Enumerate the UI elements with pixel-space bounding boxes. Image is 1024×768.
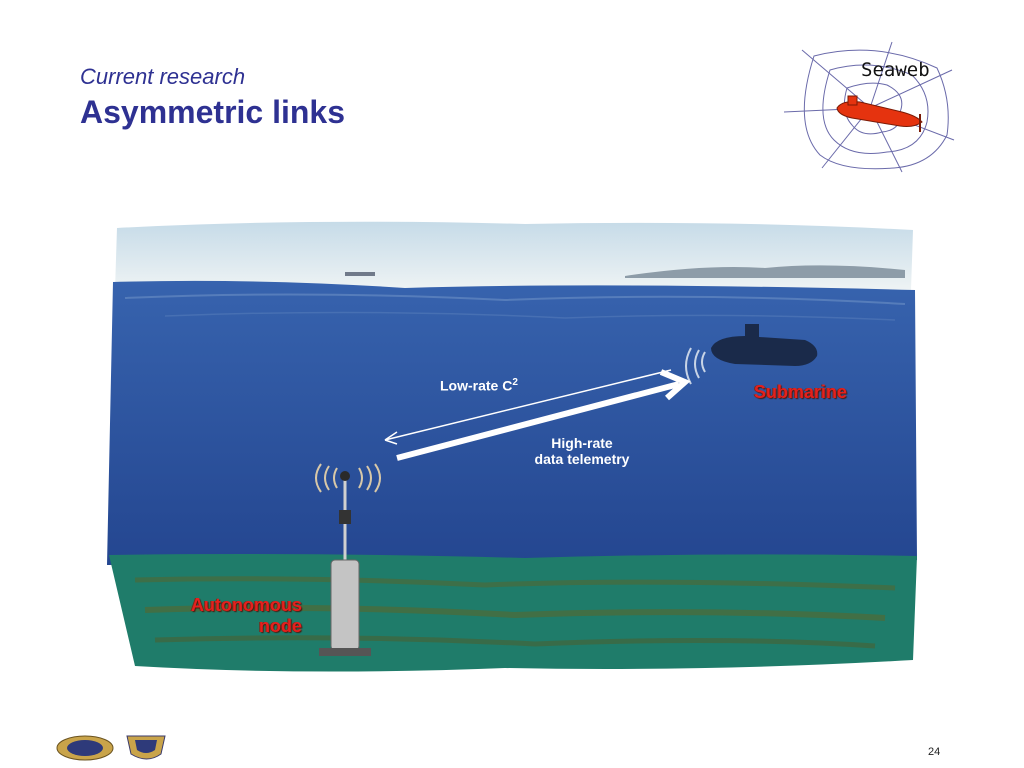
logo-left-seal-icon bbox=[56, 735, 114, 761]
high-rate-link-arrow bbox=[396, 369, 691, 461]
low-rate-link-label: Low-rate C2 bbox=[440, 377, 518, 394]
seaweb-logo bbox=[783, 41, 955, 173]
low-rate-label-text: Low-rate C bbox=[440, 377, 513, 394]
low-rate-link-arrow bbox=[384, 369, 672, 445]
scene-submarine-icon bbox=[711, 324, 818, 366]
submarine-icon bbox=[836, 95, 923, 132]
slide-subtitle: Current research bbox=[80, 64, 246, 89]
distant-land bbox=[345, 265, 905, 278]
node-sonar-waves bbox=[315, 463, 381, 493]
node-label-line2: node bbox=[259, 616, 302, 636]
page-number: 24 bbox=[928, 746, 941, 758]
seaweb-logo-label: Seaweb bbox=[861, 59, 930, 81]
high-rate-label-line1: High-rate bbox=[551, 435, 613, 451]
node-label-line1: Autonomous bbox=[191, 595, 302, 615]
footer-logos bbox=[56, 735, 166, 761]
water bbox=[107, 280, 917, 565]
seabed bbox=[109, 554, 917, 672]
high-rate-label-line2: data telemetry bbox=[534, 451, 630, 467]
slide-title: Asymmetric links bbox=[80, 94, 346, 130]
underwater-scene bbox=[107, 221, 917, 672]
autonomous-node-icon bbox=[319, 471, 371, 656]
autonomous-node-label: Autonomous node bbox=[162, 595, 302, 637]
sky bbox=[115, 221, 913, 290]
submarine-label: Submarine bbox=[754, 382, 848, 402]
low-rate-label-superscript: 2 bbox=[512, 377, 518, 388]
high-rate-link-label: High-rate data telemetry bbox=[512, 435, 652, 467]
logo-right-shield-icon bbox=[126, 735, 166, 760]
